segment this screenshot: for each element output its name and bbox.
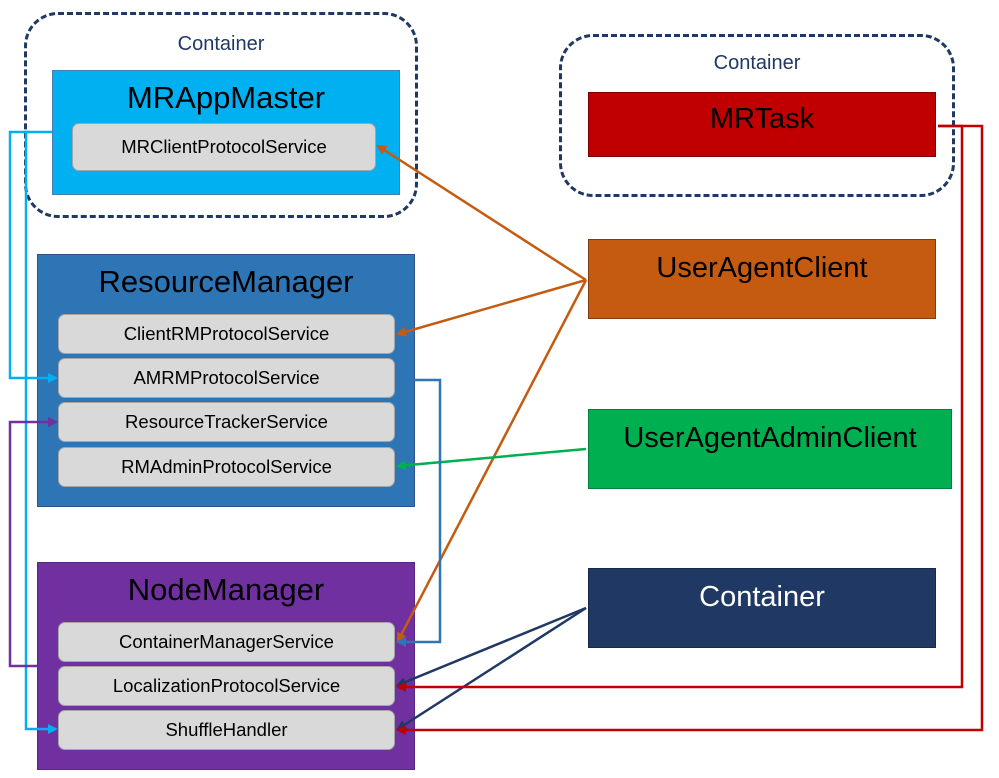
arrow-admin-to-rmadmin [396,447,587,471]
arrow-mrtask-to-localization [396,124,964,692]
mrappmaster-title: MRAppMaster [126,80,326,115]
mrtask-title: MRTask [709,103,815,135]
useragentclient-title: UserAgentClient [656,252,868,284]
right-container-label: Container [713,52,801,74]
arrow-useragent-to-clientrm [396,278,587,337]
arrow-container-to-shuffle [396,606,587,731]
clientrmprotocolservice: ClientRMProtocolService [58,314,395,354]
resourcemanager-title: ResourceManager [98,264,354,299]
localizationprotocolservice: LocalizationProtocolService [58,666,395,706]
resourcetrackerservice: ResourceTrackerService [58,402,395,442]
mrtask-box: MRTask [588,92,936,157]
arrow-mrappmaster-to-shuffle [24,130,58,734]
rmadminprotocolservice: RMAdminProtocolService [58,447,395,487]
container-box-title: Container [699,581,825,613]
mrclientprotocolservice: MRClientProtocolService [72,123,376,171]
useragentclient-box: UserAgentClient [588,239,936,319]
arrow-container-to-localization [396,606,587,687]
arrow-nodemanager-to-resourcetracker [8,417,58,668]
arrow-mrtask-to-shuffle [396,124,984,735]
nodemanager-title: NodeManager [127,572,325,607]
right-container-outline [559,34,955,197]
left-container-outline [24,12,418,218]
useragentadminclient-title: UserAgentAdminClient [623,422,917,454]
arrow-mrappmaster-to-amrm [8,130,58,383]
useragentadminclient-box: UserAgentAdminClient [588,409,952,489]
left-container-label: Container [177,33,265,55]
amrmprotocolservice: AMRMProtocolService [58,358,395,398]
container-box: Container [588,568,936,648]
containermanagerservice: ContainerManagerService [58,622,395,662]
shufflehandler: ShuffleHandler [58,710,395,750]
arrow-amrm-to-containermanager [396,378,442,647]
arrow-useragent-to-containermanager [396,279,588,643]
arrow-useragent-to-mrclient [376,144,587,282]
